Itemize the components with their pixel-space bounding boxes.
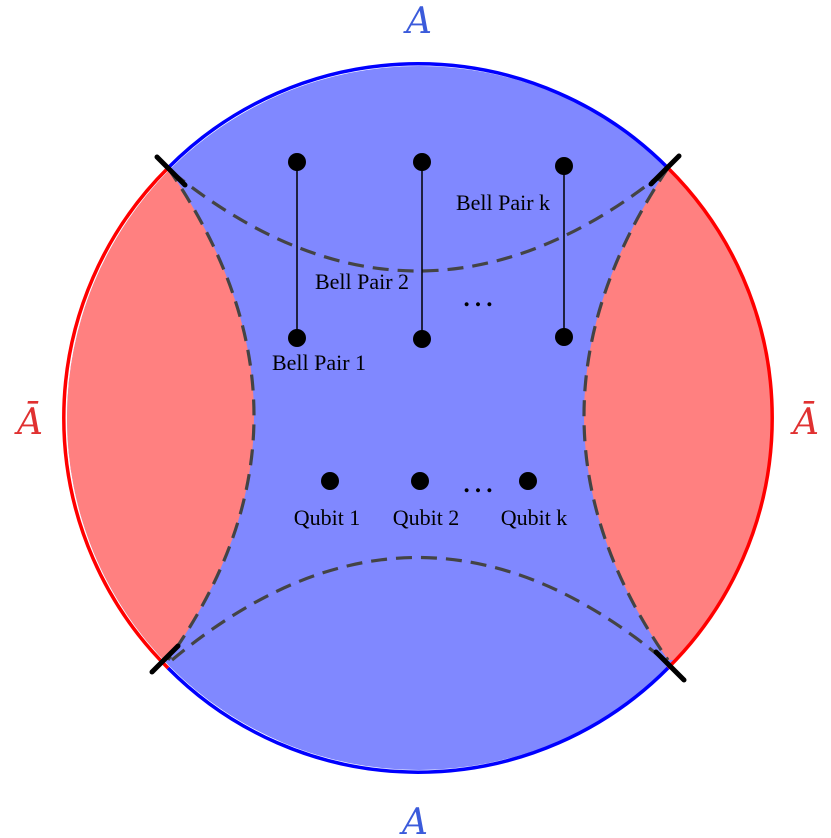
bell-pair-qubit-top [413, 153, 431, 171]
rt-surface-top [170, 170, 666, 273]
boundary-tick-top-left [154, 154, 188, 188]
region-a-bottom-label: A [399, 802, 428, 838]
boundary-arc-abar-left [62, 166, 170, 670]
boundary-tick-bottom-right [653, 649, 687, 683]
entanglement-wedge-left [67, 168, 254, 660]
region-abar-left-label: Ā [14, 402, 43, 443]
bell-pair-2-label: Bell Pair 2 [315, 269, 409, 294]
qubit-1-dot [321, 472, 339, 490]
qubit-2-dot [411, 472, 429, 490]
entanglement-wedge-right [584, 168, 771, 660]
region-a-top-label: A [403, 1, 432, 42]
bell-pair-k-label: Bell Pair k [456, 190, 550, 215]
qubit-1-label: Qubit 1 [294, 505, 361, 530]
bell-pair-1 [288, 153, 306, 347]
bulk-disk-region-a [67, 66, 771, 770]
region-abar-right-label: Ā [790, 402, 819, 443]
bell-pair-qubit-top [288, 153, 306, 171]
qubit-k-dot [519, 472, 537, 490]
boundary-arc-abar-right [666, 166, 774, 670]
bell-pair-qubit-top [555, 157, 573, 175]
qubit-ellipsis: … [461, 463, 495, 500]
rt-surface-right [582, 167, 670, 661]
boundary-arc-a-top [166, 62, 670, 170]
bell-pair-2 [413, 153, 431, 348]
bell-pair-qubit-bottom [288, 329, 306, 347]
bell-pair-1-label: Bell Pair 1 [272, 350, 366, 375]
rt-surface-bottom [170, 556, 666, 662]
boundary-tick-top-right [648, 153, 682, 187]
bell-pair-qubit-bottom [413, 330, 431, 348]
boundary-tick-bottom-left [149, 643, 181, 675]
qubit-k-label: Qubit k [501, 505, 568, 530]
rt-surface-left [166, 167, 256, 661]
qubit-2-label: Qubit 2 [393, 505, 460, 530]
bell-pair-qubit-bottom [555, 328, 573, 346]
boundary-arc-a-bottom [166, 666, 670, 774]
bell-pair-k [555, 157, 573, 346]
bell-pair-ellipsis: … [461, 277, 495, 314]
